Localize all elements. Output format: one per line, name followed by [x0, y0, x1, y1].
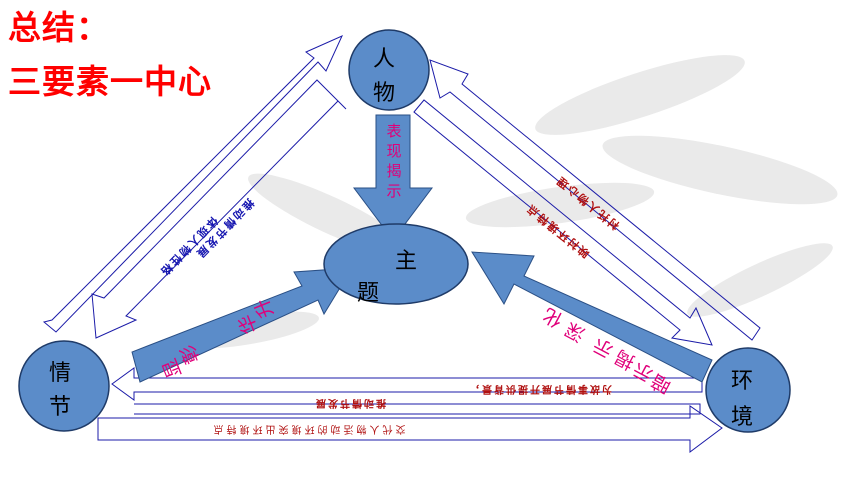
node-env: 环 境	[705, 347, 791, 433]
node-theme-char1: 主	[395, 249, 417, 274]
summary-subheading: 三要素一中心	[8, 62, 212, 101]
label-person-to-theme: 表 现 揭 示	[386, 122, 401, 200]
label-person-to-theme-char: 示	[386, 182, 401, 200]
arrow-person-to-theme	[353, 114, 433, 241]
outline-arrow-person-to-env	[413, 99, 713, 346]
node-plot: 情 节	[18, 340, 110, 432]
label-person-to-theme-char: 揭	[386, 162, 401, 180]
arrow-env-to-theme	[471, 251, 713, 383]
outline-arrow-plot-to-person	[42, 35, 344, 333]
outline-arrow-env-to-plot-band	[134, 403, 701, 415]
summary-heading: 总结：	[8, 8, 110, 47]
arrow-plot-to-theme	[131, 267, 353, 383]
label-env-to-plot-b: 推动情节发展	[314, 397, 386, 410]
node-plot-char2: 节	[49, 395, 71, 420]
node-env-char2: 境	[731, 405, 753, 430]
node-theme-char2: 题	[357, 281, 379, 306]
outline-arrow-person-to-plot	[91, 79, 347, 339]
node-env-char1: 环	[731, 369, 753, 394]
node-person-char1: 人	[373, 47, 395, 72]
outline-arrow-plot-to-env	[97, 405, 723, 453]
node-person-char2: 物	[373, 81, 395, 106]
label-env-to-plot-a: 为故事情节展开提供背景，	[468, 383, 612, 396]
outline-arrow-env-to-person	[429, 59, 761, 341]
label-person-to-theme-char: 表	[386, 122, 401, 140]
label-person-to-theme-char: 现	[386, 142, 401, 160]
node-theme: 主 题	[323, 223, 469, 306]
outline-arrow-env-to-plot	[111, 367, 703, 401]
node-plot-char1: 情	[49, 361, 71, 386]
node-person: 人 物	[348, 29, 430, 111]
label-plot-to-env: 交代人物活动的环境突出环境特点	[211, 423, 406, 436]
label-env-to-theme-char: 示	[590, 333, 617, 361]
